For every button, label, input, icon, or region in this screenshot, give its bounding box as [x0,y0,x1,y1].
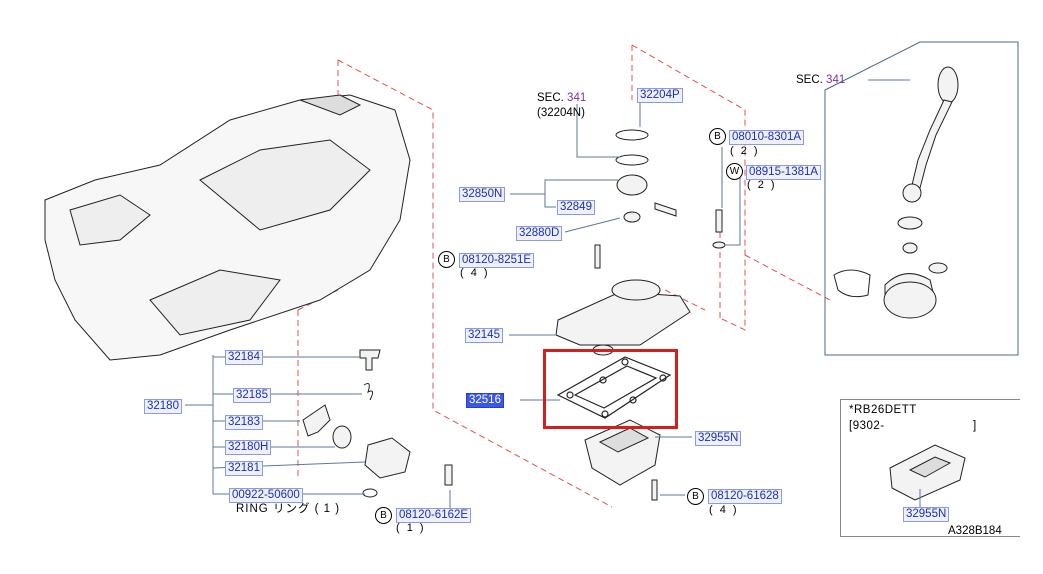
part-link-32955N-inset[interactable]: 32955N [903,507,950,522]
leader-lines [185,79,921,513]
quantity-label: ( 1 ) [396,522,426,534]
sec-number: 341 [826,74,846,86]
part-link-32180[interactable]: 32180 [144,399,182,414]
part-link-32849[interactable]: 32849 [557,200,595,215]
sec341-inset-frame [824,41,1019,356]
bolt-symbol-b: B [687,488,704,505]
part-link-32184[interactable]: 32184 [225,350,263,365]
sec-341-label-right[interactable]: SEC. 341 [796,74,845,87]
sec-341-label-left[interactable]: SEC. 341 [537,92,586,105]
part-link-32180H[interactable]: 32180H [225,440,272,455]
ring-label: RING リング ( 1 ) [236,503,341,515]
sec-note-32204N: (32204N) [537,107,585,119]
quantity-label: ( 2 ) [747,179,777,191]
inset-title: *RB26DETT [849,404,917,416]
part-link-00922-50600[interactable]: 00922-50600 [229,488,303,503]
part-link-08120-6162E[interactable]: 08120-6162E [396,508,472,523]
rb26dett-inset [840,399,1020,537]
sec-number: 341 [567,92,587,104]
washer-symbol-w: W [726,163,743,180]
part-link-32880D[interactable]: 32880D [516,226,563,241]
sec-prefix: SEC. [796,74,823,86]
bolt-symbol-b: B [375,507,392,524]
drawing-id: A328B184 [948,525,1002,537]
shifter-parts [555,129,726,356]
bolt-symbol-b: B [438,251,455,268]
part-link-32850N[interactable]: 32850N [459,187,506,202]
inset-date-range: [9302- [849,420,885,432]
sec-prefix: SEC. [537,92,564,104]
transmission-case [44,94,411,361]
quantity-label: ( 4 ) [709,504,739,516]
inset-date-range-end: ] [973,420,977,432]
part-link-32183[interactable]: 32183 [225,415,263,430]
part-link-32955N[interactable]: 32955N [695,431,742,446]
quantity-label: ( 4 ) [460,267,490,279]
shift-lever-assembly [833,66,959,319]
part-link-32181[interactable]: 32181 [225,461,263,476]
left-small-parts [302,349,453,498]
quantity-label: ( 2 ) [730,145,760,157]
inset-cover-part [889,444,966,501]
cover-32955N [584,419,661,501]
bolt-symbol-b: B [709,128,726,145]
part-link-08120-61628[interactable]: 08120-61628 [708,489,782,504]
part-link-08010-8301A[interactable]: 08010-8301A [729,130,805,145]
part-link-08120-8251E[interactable]: 08120-8251E [459,253,535,268]
part-link-32516-selected[interactable]: 32516 [466,393,504,408]
part-link-32145[interactable]: 32145 [465,328,503,343]
part-link-32204P[interactable]: 32204P [637,88,683,103]
part-link-08915-1381A[interactable]: 08915-1381A [746,165,822,180]
highlight-box [543,349,678,429]
gasket-32516 [556,356,672,419]
part-link-32185[interactable]: 32185 [233,388,271,403]
